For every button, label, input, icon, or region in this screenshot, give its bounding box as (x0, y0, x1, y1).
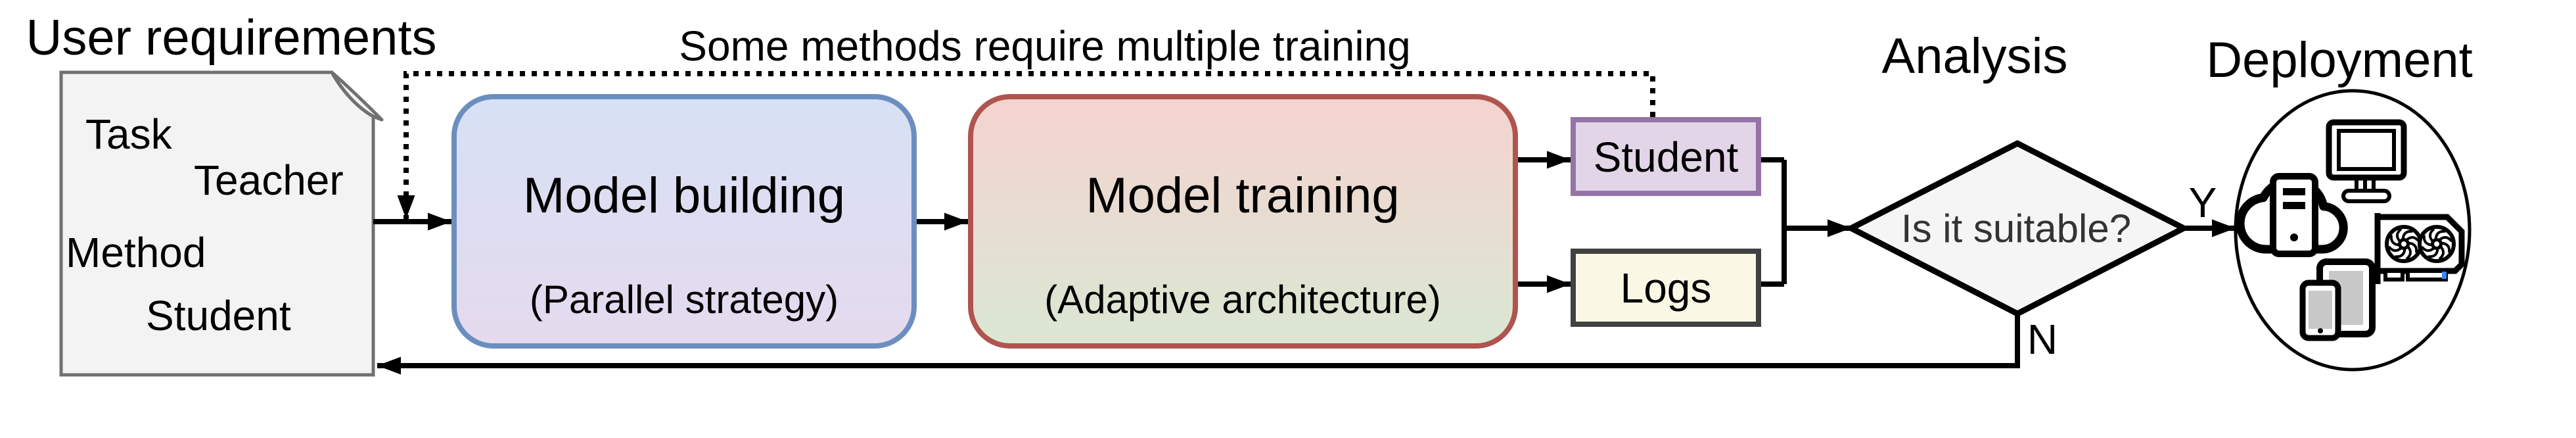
decision-question: Is it suitable? (1900, 207, 2132, 251)
merge-stubs (1761, 157, 1787, 287)
monitor-icon (2326, 119, 2407, 203)
student-box (1571, 117, 1761, 196)
analysis-title: Analysis (1881, 28, 2068, 84)
tablet-phone-icon (2299, 258, 2376, 341)
yes-branch-label: Y (2188, 179, 2217, 226)
model-training-box (968, 94, 1518, 349)
arrow-no-return (377, 314, 2020, 375)
model-building-sublabel: (Parallel strategy) (529, 278, 839, 322)
multiple-training-annotation: Some methods require multiple training (679, 22, 1411, 70)
document-shape (59, 70, 384, 377)
document-item-teacher: Teacher (194, 157, 344, 204)
no-branch-label: N (2027, 316, 2058, 363)
model-training-label: Model training (1086, 168, 1400, 224)
gpu-icon (2374, 213, 2465, 284)
student-label: Student (1593, 134, 1739, 181)
document-item-student: Student (146, 292, 291, 339)
model-building-box (451, 94, 917, 349)
document-fold-icon (330, 70, 384, 122)
document-item-method: Method (66, 229, 206, 276)
user-requirements-title: User requirements (26, 10, 437, 66)
logs-box (1571, 249, 1761, 327)
cloud-server-icon (2236, 173, 2348, 257)
deployment-title: Deployment (2206, 32, 2473, 88)
logs-label: Logs (1620, 264, 1712, 312)
model-building-label: Model building (522, 168, 846, 224)
deployment-circle (2234, 89, 2472, 372)
model-training-sublabel: (Adaptive architecture) (1044, 278, 1441, 322)
feedback-dotted-connector (397, 71, 1655, 219)
document-item-task: Task (85, 110, 172, 158)
